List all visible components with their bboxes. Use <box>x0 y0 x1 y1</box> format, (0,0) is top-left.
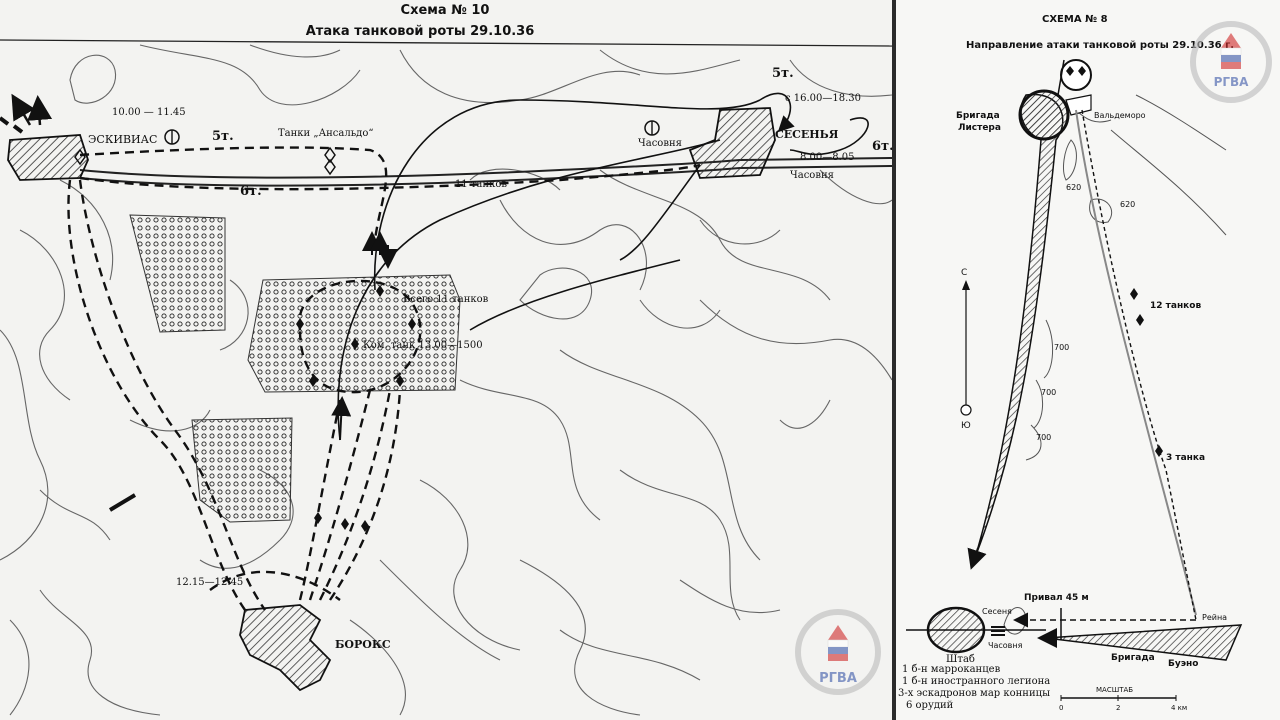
grove-area-2 <box>247 274 461 393</box>
solid-routes <box>337 92 869 441</box>
sesenya-town-hatch <box>688 107 776 179</box>
legend-item: 1 б-н иностранного легиона <box>902 676 1050 687</box>
map-top-frame-line <box>0 39 892 47</box>
right-map-subtitle: Направление атаки танковой роты 29.10.36… <box>966 40 1234 51</box>
tank-markers <box>74 146 416 532</box>
label-hq: Штаб <box>946 654 975 665</box>
label-tanks-11-road: 11 танков <box>455 179 507 190</box>
label-scale: МАСШТАБ <box>1096 686 1133 694</box>
right-contours <box>1003 94 1227 635</box>
contour-lines <box>0 44 892 716</box>
borox-town-hatch <box>239 604 332 692</box>
lister-brigade-position <box>1018 89 1070 141</box>
label-h700c: 700 <box>1036 433 1051 442</box>
watermark-text-left: РГВА <box>819 671 857 686</box>
label-valdemoro: Вальдеморо <box>1094 111 1146 120</box>
label-south: Ю <box>961 421 971 431</box>
scale-bar <box>1060 695 1177 701</box>
lister-brigade-wedge <box>975 93 1064 556</box>
label-time-morning: 8.00—8.05 <box>800 152 855 163</box>
label-north: С <box>961 268 967 278</box>
label-sesenya-right: Сесеня <box>982 607 1012 616</box>
grove-area-1 <box>129 214 226 333</box>
label-tanks-5-right: 5т. <box>772 66 794 81</box>
watermark-text-right: РГВА <box>1214 75 1250 89</box>
label-command-tank: Ком. танк 13.00—1500 <box>363 340 483 351</box>
right-map-title: СХЕМА № 8 <box>1042 14 1108 25</box>
label-tanks-5-left: 5т. <box>212 129 234 144</box>
label-sesenya: СЕСЕНЬЯ <box>775 128 839 141</box>
legend-item: 6 орудий <box>906 700 954 711</box>
label-time-borox: 12.15—12.45 <box>176 577 243 588</box>
label-ansaldo: Танки „Ансальдо“ <box>278 128 373 139</box>
label-scale-0: 0 <box>1059 704 1063 712</box>
grove-area-3 <box>191 417 293 523</box>
label-h620a: 620 <box>1066 183 1081 192</box>
hq-area <box>906 606 1046 654</box>
label-scale-4: 4 км <box>1171 704 1187 712</box>
direction-arrows <box>11 93 398 441</box>
right-map-svg: СХЕМА № 8 Направление атаки танковой рот… <box>898 14 1272 712</box>
valdemoro-marker <box>1065 94 1092 116</box>
legend-item: 1 б-н марроканцев <box>902 664 1001 675</box>
label-brigade-bueno-1: Бригада <box>1111 653 1155 663</box>
label-eskivias: ЭСКИВИАС <box>88 133 157 146</box>
label-chasovnya-right: Часовня <box>988 641 1023 650</box>
label-scale-2: 2 <box>1116 704 1120 712</box>
label-tanks-3: 3 танка <box>1166 453 1205 463</box>
left-map-panel: Схема № 10 Атака танковой роты 29.10.36 <box>0 0 892 720</box>
tank-company-icon <box>1060 59 1092 91</box>
label-h700b: 700 <box>1041 388 1056 397</box>
tank-route-dashed <box>1081 109 1197 621</box>
label-brigade-lister-1: Бригада <box>956 111 1000 121</box>
label-total-tanks: Всего 11 танков <box>403 294 489 305</box>
label-time-left: 10.00 — 11.45 <box>112 107 186 118</box>
label-tanks-6-right: 6т. <box>872 139 892 154</box>
legend-item: 3-х эскадронов мар конницы <box>898 688 1050 699</box>
watermark-left: РГВА <box>795 609 881 695</box>
label-borox: БОРОКС <box>335 638 391 651</box>
label-h700a: 700 <box>1054 343 1069 352</box>
left-map-subtitle: Атака танковой роты 29.10.36 <box>306 24 535 39</box>
label-chasovnya-1: Часовня <box>638 138 682 149</box>
label-reina: Рейна <box>1202 613 1227 622</box>
label-h620b: 620 <box>1120 200 1135 209</box>
label-halt: Привал 45 м <box>1024 593 1089 603</box>
left-edge-marks <box>0 116 137 512</box>
main-road <box>79 157 892 187</box>
bueno-brigade-wedge <box>1045 624 1243 661</box>
label-tanks-6-left: 6т. <box>240 184 262 199</box>
label-time-evening: с 16.00—18.30 <box>785 93 861 104</box>
compass <box>960 280 972 416</box>
label-brigade-lister-2: Листера <box>958 123 1001 133</box>
chapel-symbols <box>164 120 660 145</box>
label-brigade-bueno-2: Буэно <box>1168 659 1198 669</box>
tank-route-gray <box>1075 109 1197 616</box>
label-tanks-12: 12 танков <box>1150 301 1201 311</box>
left-map-title: Схема № 10 <box>401 3 490 18</box>
right-map-panel: СХЕМА № 8 Направление атаки танковой рот… <box>896 0 1280 720</box>
attack-routes <box>67 146 701 611</box>
label-chasovnya-2: Часовня <box>790 170 834 181</box>
watermark-right: РГВА <box>1190 21 1272 103</box>
left-map-svg: Схема № 10 Атака танковой роты 29.10.36 <box>0 3 892 716</box>
